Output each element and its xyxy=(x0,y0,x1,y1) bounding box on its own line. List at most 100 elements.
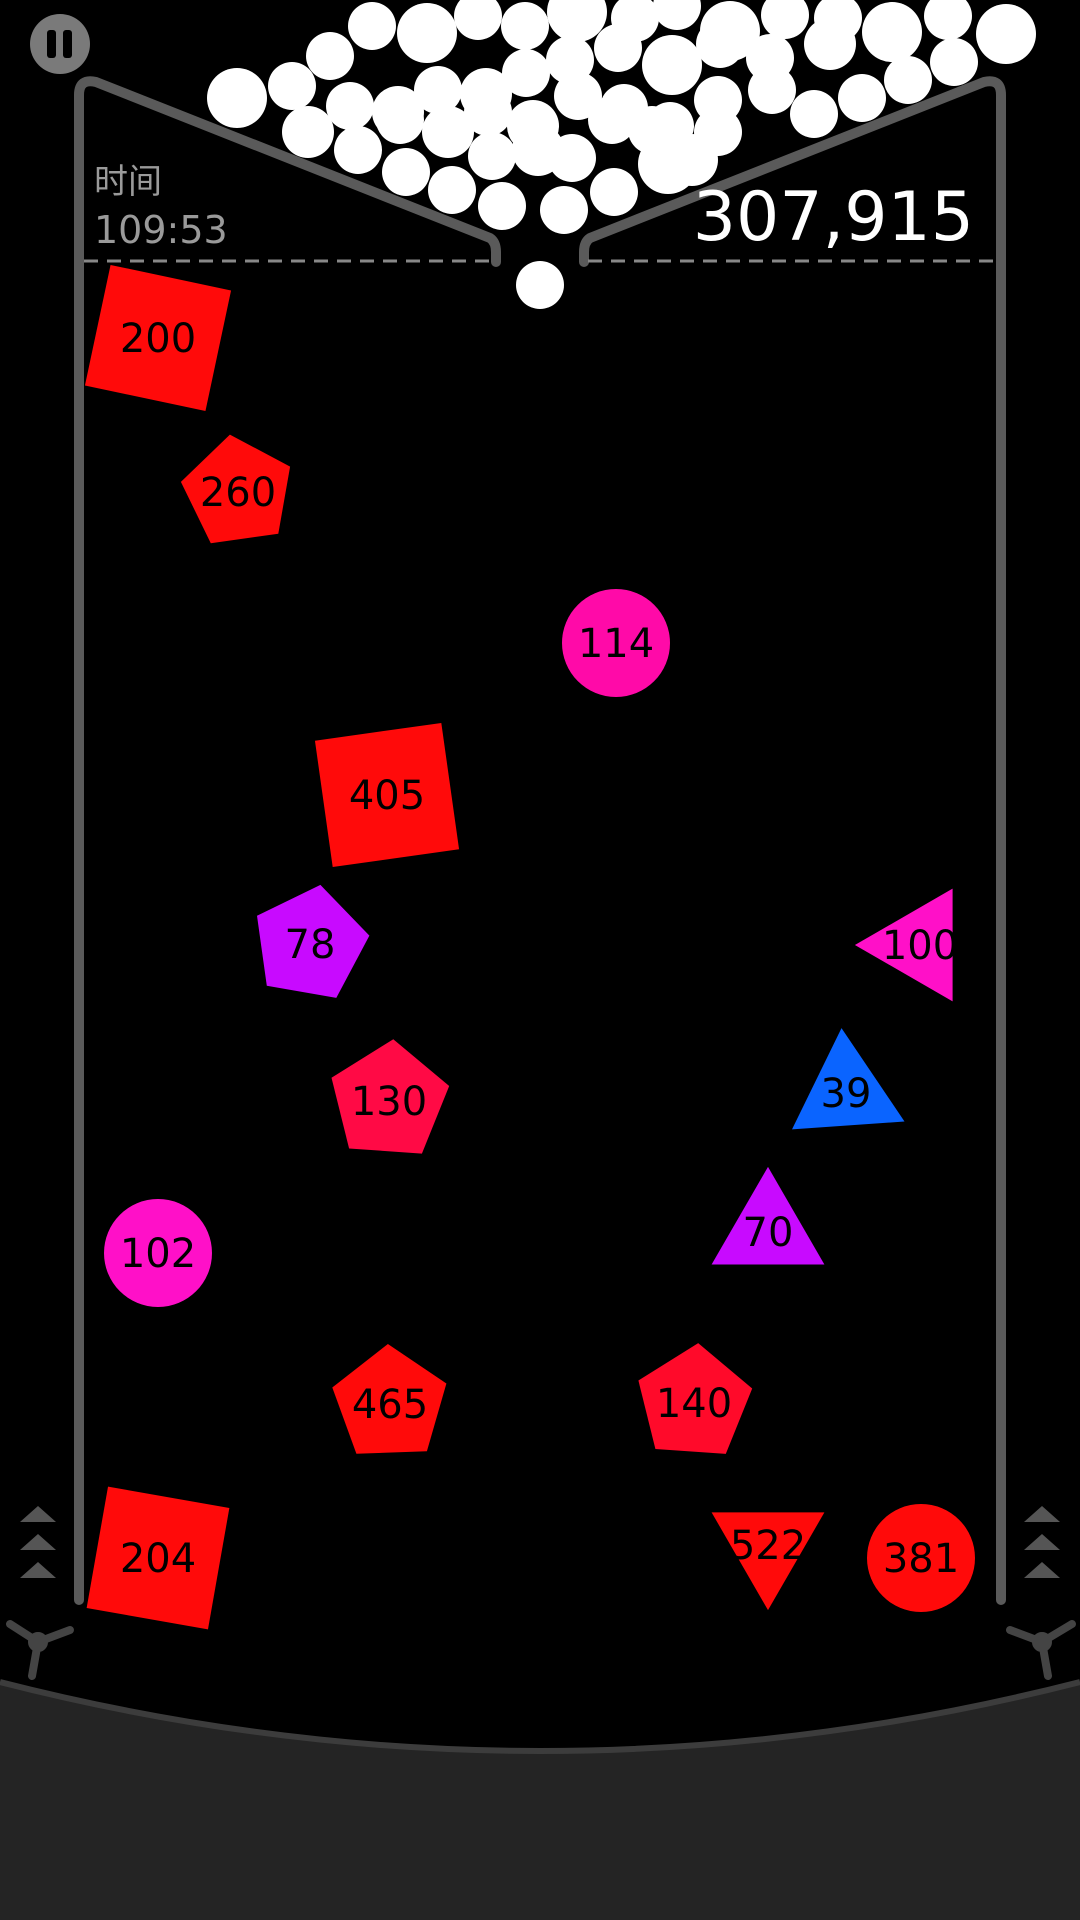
block: 100 xyxy=(854,888,958,1002)
square-block-shape xyxy=(314,722,460,868)
ball xyxy=(414,66,462,114)
ball xyxy=(638,134,698,194)
ball xyxy=(326,82,374,130)
ball xyxy=(334,126,382,174)
block: 465 xyxy=(332,1344,447,1454)
ball xyxy=(642,35,702,95)
ball xyxy=(207,68,267,128)
block-value: 78 xyxy=(285,922,336,968)
ball xyxy=(930,38,978,86)
score: 307,915 xyxy=(692,178,974,257)
circle-block-shape xyxy=(562,589,670,697)
pause-button[interactable] xyxy=(30,14,90,74)
block: 200 xyxy=(84,264,232,412)
pentagon-block-shape xyxy=(180,434,291,544)
block-value: 405 xyxy=(349,773,425,819)
ball xyxy=(454,0,502,40)
square-block-shape xyxy=(84,264,232,412)
ball xyxy=(306,32,354,80)
ball xyxy=(428,166,476,214)
ball xyxy=(862,2,922,62)
circle-block-shape xyxy=(104,1199,212,1307)
ball xyxy=(282,106,334,158)
ball xyxy=(502,49,550,97)
triangle-block-shape xyxy=(854,888,953,1002)
pentagon-block-shape xyxy=(332,1344,447,1454)
block: 114 xyxy=(562,589,670,697)
ball xyxy=(540,186,588,234)
ball xyxy=(838,74,886,122)
triangle-block-shape xyxy=(711,1166,825,1265)
block: 204 xyxy=(86,1486,230,1630)
block-value: 260 xyxy=(200,470,276,516)
ball xyxy=(884,56,932,104)
pause-icon xyxy=(47,30,56,58)
ball xyxy=(382,148,430,196)
left-spinner-icon[interactable] xyxy=(6,1620,74,1680)
block-value: 114 xyxy=(578,621,654,667)
ball xyxy=(397,3,457,63)
block: 140 xyxy=(638,1343,753,1454)
block-value: 100 xyxy=(882,923,958,969)
ball xyxy=(590,168,638,216)
block: 39 xyxy=(792,1028,905,1130)
block-value: 130 xyxy=(351,1079,427,1125)
ball xyxy=(748,66,796,114)
square-block-shape xyxy=(86,1486,230,1630)
left-boost-icon[interactable] xyxy=(20,1506,56,1578)
block-value: 200 xyxy=(120,316,196,362)
ball xyxy=(268,62,316,110)
block: 102 xyxy=(104,1199,212,1307)
block: 260 xyxy=(180,434,291,544)
ball xyxy=(464,88,512,136)
floor-edge xyxy=(0,1679,1080,1754)
ball xyxy=(422,106,474,158)
triangle-block-shape xyxy=(711,1512,825,1611)
ball xyxy=(790,90,838,138)
ball xyxy=(588,96,636,144)
right-boost-icon[interactable] xyxy=(1024,1506,1060,1578)
pentagon-block-shape xyxy=(638,1343,753,1454)
ball-pile xyxy=(207,0,1036,234)
block-value: 140 xyxy=(656,1381,732,1427)
triangle-block-shape xyxy=(792,1028,905,1130)
block: 405 xyxy=(314,722,460,868)
ball xyxy=(554,72,602,120)
floor xyxy=(0,1682,1080,1920)
ball xyxy=(694,108,742,156)
ball xyxy=(348,2,396,50)
block: 522 xyxy=(711,1512,825,1611)
block-value: 70 xyxy=(743,1210,794,1256)
block-value: 465 xyxy=(352,1382,428,1428)
left-wall xyxy=(74,76,501,1605)
block: 78 xyxy=(257,884,370,998)
ball xyxy=(696,20,744,68)
ball xyxy=(546,36,594,84)
right-spinner-icon[interactable] xyxy=(1006,1620,1076,1680)
blocks-layer: 200 260 114 405 78 100 130 39 102 70 465 140 204 522 3… xyxy=(84,264,975,1630)
pentagon-block-shape xyxy=(257,884,370,998)
block: 130 xyxy=(331,1039,450,1154)
ball xyxy=(976,4,1036,64)
right-wall xyxy=(579,76,1006,1605)
circle-block-shape xyxy=(867,1504,975,1612)
ball xyxy=(468,132,516,180)
time-label: 时间 xyxy=(94,162,162,202)
ball xyxy=(653,0,701,30)
block-value: 204 xyxy=(120,1536,196,1582)
ball xyxy=(478,182,526,230)
falling-ball xyxy=(516,261,564,309)
pause-icon-bar xyxy=(63,30,72,58)
ball xyxy=(376,96,424,144)
ball xyxy=(594,24,642,72)
ball xyxy=(761,0,809,39)
ball xyxy=(548,134,596,182)
ball xyxy=(804,18,856,70)
ball xyxy=(924,0,972,40)
ball xyxy=(501,2,549,50)
block: 381 xyxy=(867,1504,975,1612)
pentagon-block-shape xyxy=(331,1039,450,1154)
block-value: 102 xyxy=(120,1231,196,1277)
block-value: 522 xyxy=(730,1523,806,1569)
